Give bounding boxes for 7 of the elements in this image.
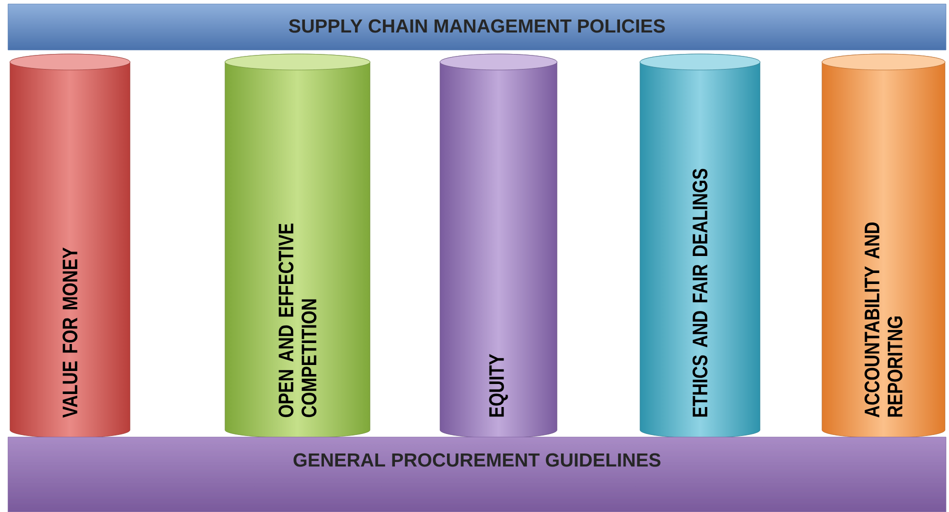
band: SUPPLY CHAIN MANAGEMENT POLICIES	[8, 4, 946, 50]
band: GENERAL PROCUREMENT GUIDELINES	[8, 436, 946, 512]
pillar: VALUE FOR MONEY	[10, 54, 130, 438]
pillar: EQUITY	[440, 54, 558, 438]
pillar: ACCOUNTABILITY AND REPORITNG	[822, 54, 946, 438]
pillar: OPEN AND EFFECTIVE COMPETITION	[224, 54, 370, 438]
pillar: ETHICS AND FAIR DEALINGS	[640, 54, 760, 438]
